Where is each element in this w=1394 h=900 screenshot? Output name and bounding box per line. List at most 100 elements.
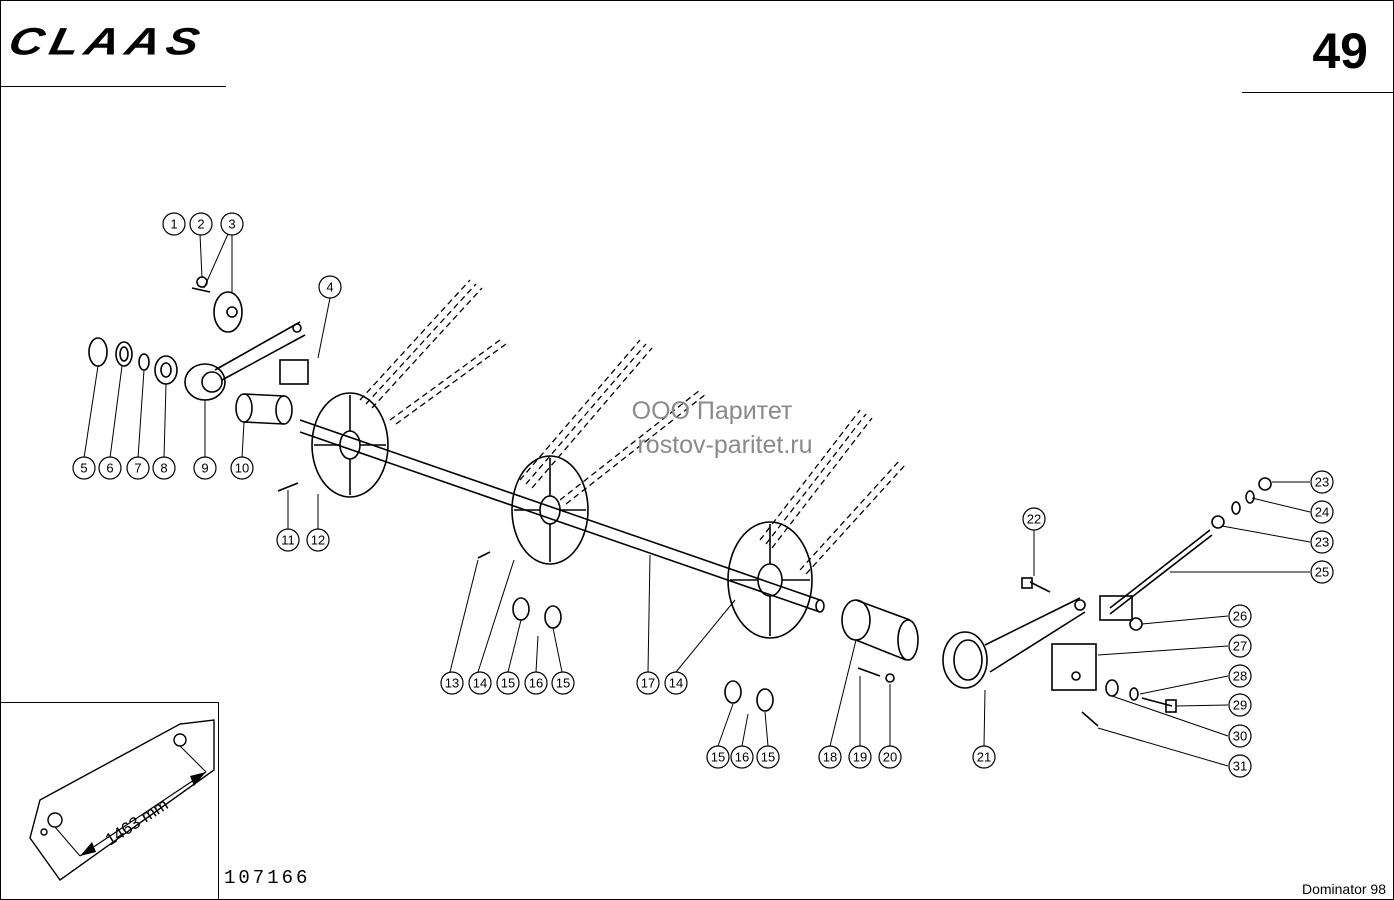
callout-number: 15 bbox=[556, 676, 570, 691]
washer-20 bbox=[885, 673, 895, 683]
callout-number: 2 bbox=[197, 217, 204, 232]
logo-underline bbox=[0, 86, 226, 87]
callout-number: 4 bbox=[326, 280, 333, 295]
callout-circle bbox=[189, 212, 213, 236]
callout-circle bbox=[193, 456, 217, 480]
callout-circle bbox=[1310, 500, 1334, 524]
block-4 bbox=[279, 359, 309, 385]
callout-number: 14 bbox=[473, 676, 487, 691]
callout-number: 11 bbox=[281, 533, 295, 548]
callout-number: 25 bbox=[1315, 565, 1329, 580]
callout-circle bbox=[756, 745, 780, 769]
callout-number: 7 bbox=[134, 461, 141, 476]
seal-6 bbox=[115, 341, 133, 367]
callout-number: 15 bbox=[501, 676, 515, 691]
callout-circle bbox=[1310, 560, 1334, 584]
rod-25 bbox=[1099, 529, 1213, 621]
bolt-2 bbox=[191, 287, 211, 293]
callout-number: 23 bbox=[1315, 535, 1329, 550]
bearing-housing-9 bbox=[184, 363, 226, 401]
callout-circle bbox=[126, 456, 150, 480]
callout-number: 9 bbox=[201, 461, 208, 476]
callout-circle bbox=[496, 671, 520, 695]
callout-number: 14 bbox=[669, 676, 683, 691]
callout-circle bbox=[664, 671, 688, 695]
callout-circle bbox=[878, 745, 902, 769]
callout-circle bbox=[1310, 530, 1334, 554]
callout-circle bbox=[318, 275, 342, 299]
model-name: Dominator 98 bbox=[1301, 881, 1386, 897]
callout-circle bbox=[162, 212, 186, 236]
callout-circle bbox=[636, 671, 660, 695]
bearing-8 bbox=[154, 355, 178, 385]
callout-circle bbox=[1022, 507, 1046, 531]
callout-circle bbox=[276, 528, 300, 552]
circlip-5 bbox=[88, 337, 108, 367]
callout-number: 15 bbox=[711, 750, 725, 765]
arm-4 bbox=[214, 321, 306, 381]
arm-21 bbox=[942, 597, 1086, 689]
callout-number: 24 bbox=[1315, 505, 1329, 520]
callout-number: 20 bbox=[883, 750, 897, 765]
circlip-7 bbox=[138, 353, 150, 371]
callout-number: 30 bbox=[1233, 729, 1247, 744]
washers-24 bbox=[1231, 490, 1255, 515]
callout-number: 12 bbox=[311, 533, 325, 548]
pin-11 bbox=[277, 482, 299, 492]
bolt-22 bbox=[1021, 577, 1051, 593]
bolt-19 bbox=[857, 667, 881, 677]
callout-number: 29 bbox=[1233, 698, 1247, 713]
callout-circle bbox=[524, 671, 548, 695]
callout-circle bbox=[98, 456, 122, 480]
pin-13 bbox=[477, 551, 491, 559]
callout-number: 6 bbox=[106, 461, 113, 476]
callout-circle bbox=[1228, 724, 1252, 748]
callout-circle bbox=[1228, 604, 1252, 628]
washer-28 bbox=[1129, 687, 1139, 701]
pin-31 bbox=[1081, 711, 1099, 727]
callout-circle bbox=[706, 745, 730, 769]
callout-circle bbox=[972, 745, 996, 769]
callout-number: 16 bbox=[529, 676, 543, 691]
callout-circle bbox=[1228, 664, 1252, 688]
callout-number: 26 bbox=[1233, 609, 1247, 624]
callout-circle bbox=[152, 456, 176, 480]
callout-number: 13 bbox=[445, 676, 459, 691]
callout-number: 21 bbox=[977, 750, 991, 765]
sprocket-14a bbox=[511, 455, 589, 565]
drawing-number: 107166 bbox=[224, 867, 311, 889]
bolt-29 bbox=[1141, 697, 1177, 713]
callout-circle bbox=[848, 745, 872, 769]
callout-circle bbox=[1310, 470, 1334, 494]
callout-number: 1 bbox=[170, 217, 177, 232]
nut-23 bbox=[1211, 477, 1272, 529]
watermark-url: rostov-paritet.ru bbox=[637, 431, 813, 459]
callout-number: 18 bbox=[823, 750, 837, 765]
callout-number: 17 bbox=[641, 676, 655, 691]
inset-box bbox=[0, 702, 219, 899]
washer-30 bbox=[1105, 679, 1119, 697]
page-number-underline bbox=[1242, 92, 1394, 93]
callout-number: 27 bbox=[1233, 639, 1247, 654]
callout-number: 8 bbox=[160, 461, 167, 476]
callout-circle bbox=[306, 528, 330, 552]
sprocket-12 bbox=[311, 392, 389, 498]
callout-number: 16 bbox=[735, 750, 749, 765]
flange-3 bbox=[213, 291, 243, 333]
callout-number: 10 bbox=[235, 461, 249, 476]
callout-number: 28 bbox=[1233, 669, 1247, 684]
bushes-lower bbox=[724, 680, 774, 712]
block-27 bbox=[1051, 643, 1097, 691]
callout-circle bbox=[730, 745, 754, 769]
callout-circle bbox=[818, 745, 842, 769]
callout-number: 22 bbox=[1027, 512, 1041, 527]
callout-number: 23 bbox=[1315, 475, 1329, 490]
callout-circle bbox=[72, 456, 96, 480]
callout-circle bbox=[1228, 634, 1252, 658]
dashed-guide-lines bbox=[359, 279, 907, 575]
watermark-company: ООО Паритет bbox=[631, 397, 793, 425]
inset-sketch bbox=[29, 719, 215, 881]
callout-circle bbox=[468, 671, 492, 695]
